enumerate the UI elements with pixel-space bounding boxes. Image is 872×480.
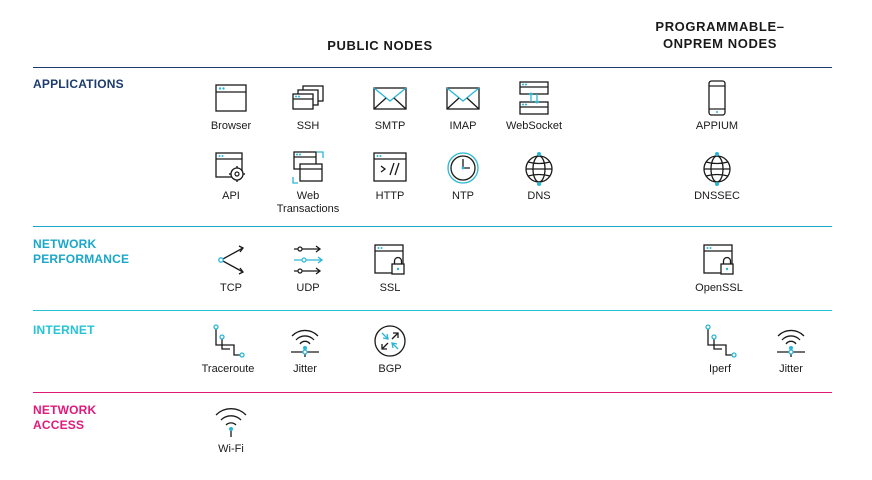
node-tcp: TCP: [191, 242, 271, 295]
node-iperf: Iperf: [680, 323, 760, 376]
signal-icon: [291, 329, 319, 357]
section-title-network-access: NETWORK ACCESS: [33, 403, 96, 433]
node-label: APPIUM: [695, 120, 739, 132]
node-label: DNS: [527, 190, 551, 202]
wifi-icon: [215, 408, 247, 437]
node-label: API: [222, 190, 240, 202]
traceroute-icon: [213, 324, 245, 358]
node-openssl: OpenSSL: [679, 242, 759, 295]
section-title-applications: APPLICATIONS: [33, 77, 124, 91]
section-title-line: NETWORK: [33, 403, 97, 417]
internet-divider: [33, 310, 832, 311]
bgp-icon: [374, 325, 406, 357]
node-dns: DNS: [499, 150, 579, 203]
browser-icon: [215, 84, 247, 112]
node-label: Iperf: [708, 363, 731, 375]
section-title-network-performance: NETWORK PERFORMANCE: [33, 237, 129, 267]
node-label: IMAP: [449, 120, 477, 132]
node-api: API: [191, 150, 271, 203]
node-label: Jitter: [779, 363, 803, 375]
node-imap: IMAP: [423, 80, 503, 133]
signal-icon: [777, 329, 805, 357]
tcp-icon: [218, 245, 244, 275]
node-browser: Browser: [191, 80, 271, 133]
lock-window-icon: [703, 244, 734, 275]
node-label: NTP: [452, 190, 474, 202]
node-label: SMTP: [374, 120, 406, 132]
node-jitter-onprem: Jitter: [751, 323, 831, 376]
node-bgp: BGP: [350, 323, 430, 376]
applications-divider: [33, 67, 832, 68]
node-label: Web: [296, 190, 320, 202]
node-web-transactions: Web Transactions: [268, 150, 348, 216]
traceroute-icon: [705, 324, 737, 358]
globe-icon: [703, 152, 731, 186]
api-icon: [215, 152, 245, 182]
node-jitter: Jitter: [265, 323, 345, 376]
node-ssl: SSL: [350, 242, 430, 295]
section-title-internet: INTERNET: [33, 323, 95, 337]
section-title-line: ACCESS: [33, 418, 85, 432]
public-nodes-header: PUBLIC NODES: [327, 38, 433, 53]
section-title-line: PERFORMANCE: [33, 252, 130, 266]
node-label: SSH: [296, 120, 320, 132]
programmable-onprem-header: PROGRAMMABLE– ONPREM NODES: [640, 18, 800, 52]
globe-icon: [525, 152, 553, 186]
node-wifi: Wi-Fi: [191, 403, 271, 456]
envelope-icon: [446, 87, 480, 110]
programmable-header-line2: ONPREM NODES: [662, 36, 778, 51]
programmable-header-line1: PROGRAMMABLE–: [655, 19, 785, 34]
node-dnssec: DNSSEC: [677, 150, 757, 203]
http-icon: [373, 152, 407, 182]
node-smtp: SMTP: [350, 80, 430, 133]
websocket-icon: [519, 81, 549, 115]
node-label: Traceroute: [201, 363, 255, 375]
node-label: UDP: [296, 282, 320, 294]
section-title-line: NETWORK: [33, 237, 97, 251]
udp-icon: [294, 245, 324, 275]
node-udp: UDP: [268, 242, 348, 295]
node-label: Wi-Fi: [218, 443, 244, 455]
ssh-icon: [292, 85, 324, 110]
node-label: TCP: [220, 282, 242, 294]
node-label: Jitter: [293, 363, 317, 375]
node-websocket: WebSocket: [494, 80, 574, 133]
node-label: HTTP: [375, 190, 405, 202]
web-transactions-icon: [292, 151, 324, 184]
node-label: WebSocket: [505, 120, 563, 132]
node-label: Browser: [210, 120, 252, 132]
mobile-icon: [708, 80, 726, 116]
network-performance-divider: [33, 226, 832, 227]
node-label: DNSSEC: [694, 190, 740, 202]
node-label: OpenSSL: [695, 282, 743, 294]
clock-icon: [447, 152, 479, 184]
node-label-line2: Transactions: [276, 203, 340, 215]
envelope-icon: [373, 87, 407, 110]
node-ssh: SSH: [268, 80, 348, 133]
node-http: HTTP: [350, 150, 430, 203]
network-access-divider: [33, 392, 832, 393]
node-label: SSL: [379, 282, 401, 294]
lock-window-icon: [374, 244, 405, 275]
node-ntp: NTP: [423, 150, 503, 203]
node-appium: APPIUM: [677, 80, 757, 133]
node-traceroute: Traceroute: [188, 323, 268, 376]
node-label: BGP: [378, 363, 402, 375]
